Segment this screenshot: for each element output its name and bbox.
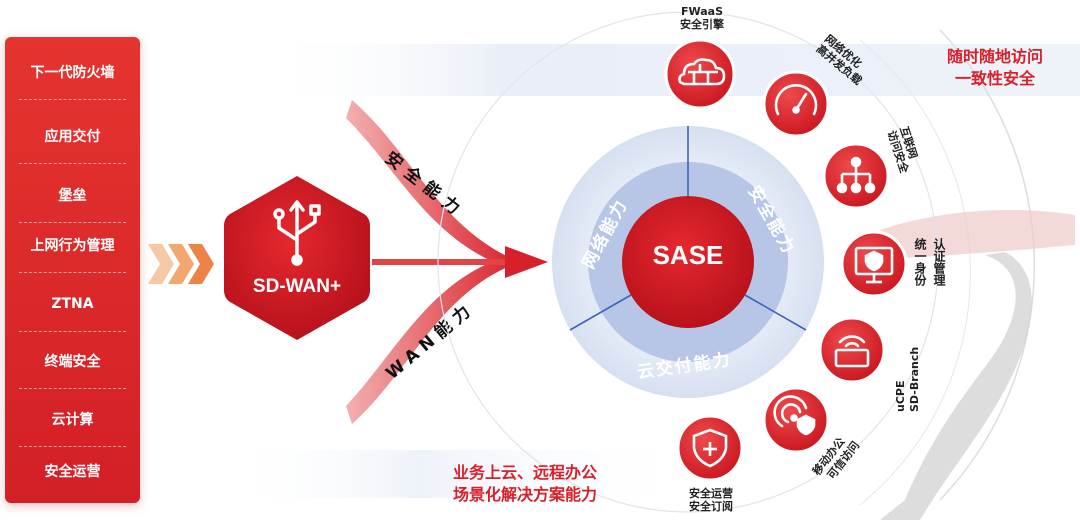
list-item[interactable]: ZTNA [19, 284, 126, 332]
capability-list-panel: 下一代防火墙 应用交付 堡垒 上网行为管理 ZTNA 终端安全 云计算 安全运营 [5, 37, 140, 503]
speedometer-icon [774, 83, 818, 116]
router-icon [834, 335, 870, 368]
node-label-line: FWaaS [680, 5, 724, 18]
node-label-network-optimization: 网络优化 高并发负载 [814, 32, 865, 88]
list-item[interactable]: 终端安全 [19, 341, 126, 389]
caption-line: 场景化解决方案能力 [452, 485, 597, 504]
caption-line: 随时随地访问 [946, 47, 1043, 66]
usb-icon [273, 200, 321, 266]
node-label-identity: 统一身份认证管理 [912, 238, 948, 286]
caption-anywhere-access: 随时随地访问 一致性安全 [920, 46, 1070, 90]
node-label-line: 认证管理 [932, 238, 946, 286]
node-label-internet-access: 互联网 访问安全 [885, 125, 921, 176]
medical-shield-icon [692, 428, 728, 468]
ucpe-node[interactable] [818, 316, 886, 384]
node-label-line: 安全运营 [689, 487, 733, 500]
list-item[interactable]: 安全运营 [44, 464, 101, 480]
firewall-cloud-icon [678, 58, 726, 86]
network-optimization-node[interactable] [762, 70, 830, 138]
node-label-security-ops: 安全运营 安全订阅 [676, 487, 746, 513]
mobile-office-node[interactable] [762, 386, 830, 454]
list-item[interactable]: 应用交付 [19, 116, 126, 164]
network-tree-icon [836, 156, 876, 194]
node-label-fwaas: FWaaS 安全引擎 [672, 5, 732, 31]
identity-auth-node[interactable] [840, 230, 908, 298]
list-item[interactable]: 云计算 [19, 399, 126, 447]
svg-text:uCPE: uCPE [894, 381, 907, 412]
sase-center-label: SASE [652, 240, 724, 270]
node-label-line: 安全订阅 [689, 500, 733, 513]
caption-line: 一致性安全 [954, 69, 1035, 88]
fwaas-node[interactable] [664, 38, 736, 110]
caption-line: 业务上云、远程办公 [452, 463, 597, 482]
sdwan-label: SD-WAN+ [252, 276, 342, 297]
caption-scenario-solution: 业务上云、远程办公 场景化解决方案能力 [420, 462, 630, 506]
svg-text:SD-Branch: SD-Branch [908, 347, 921, 412]
node-label-line: 统一身份 [913, 238, 927, 286]
security-ops-node[interactable] [676, 414, 744, 482]
list-item[interactable]: 下一代防火墙 [19, 52, 126, 100]
list-item[interactable]: 上网行为管理 [19, 225, 126, 273]
monitor-shield-icon [854, 246, 894, 284]
chevron-right-icon [148, 244, 214, 284]
mobile-security-icon [773, 395, 816, 436]
internet-access-node[interactable] [822, 142, 890, 210]
list-item[interactable]: 堡垒 [19, 175, 126, 223]
node-label-ucpe: uCPE SD-Branch [894, 347, 921, 412]
node-label-line: 安全引擎 [680, 18, 724, 31]
